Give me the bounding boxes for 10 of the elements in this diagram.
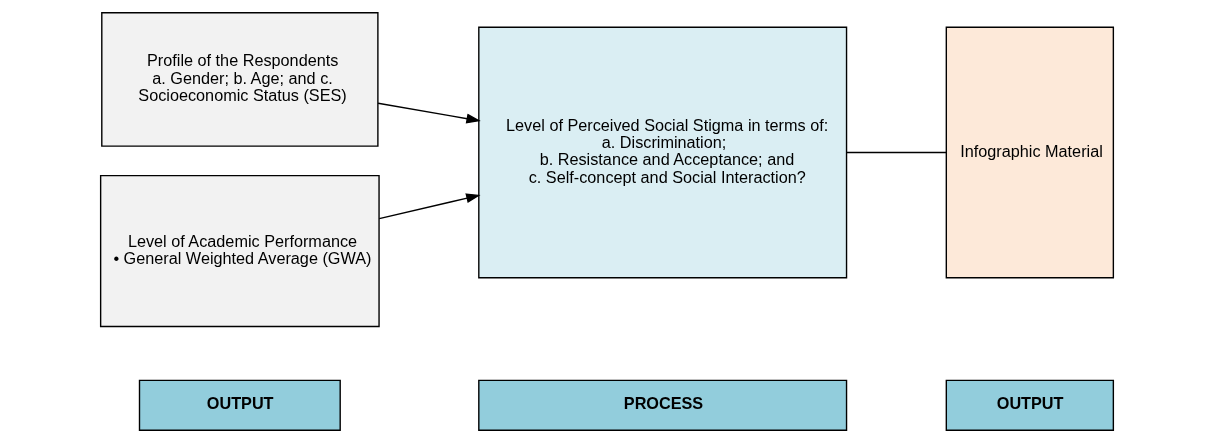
node-box: OUTPUT (945, 379, 1115, 431)
connector (846, 151, 947, 154)
node-box: Infographic Material (945, 26, 1115, 279)
node-box: Profile of the Respondents a. Gender; b. Age; and c. Socioeconomic Status (SES) (101, 12, 379, 147)
node-box: Level of Academic Performance • General Weighted Average (GWA) (99, 175, 380, 328)
arrow (377, 102, 481, 124)
node-box: Level of Perceived Social Stigma in terms of: a. Discrimination; b. Resistance and Acceptance; and c. Self-concept and Social Interaction? (478, 26, 848, 279)
arrow (378, 193, 481, 220)
node-box: OUTPUT (138, 379, 341, 431)
node-box: PROCESS (478, 379, 848, 431)
